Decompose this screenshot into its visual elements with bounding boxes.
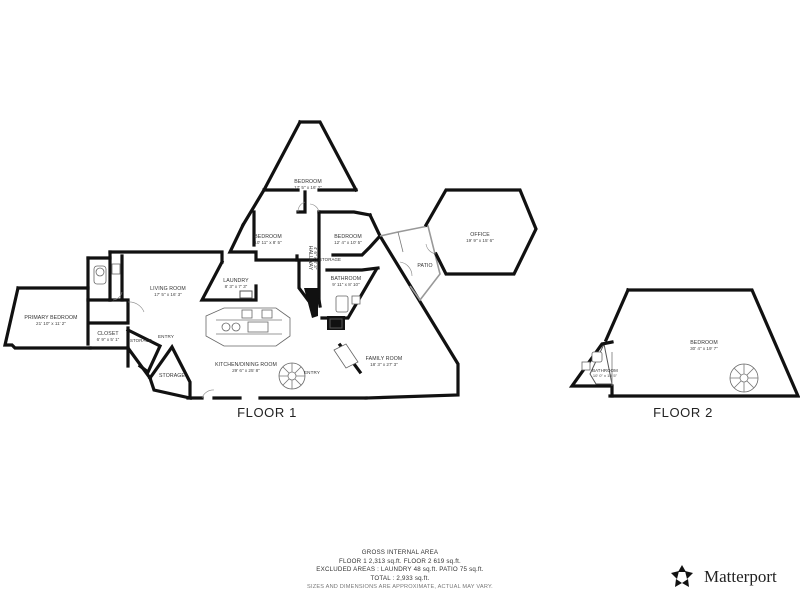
room-dims: 4' 6" x 3' 3": [313, 247, 318, 270]
room-label: BEDROOM: [254, 234, 282, 240]
room-label: BATHROOM: [592, 368, 618, 373]
room-dims: 18' 3" x 27' 3": [370, 362, 398, 367]
room-label: OFFICE: [470, 232, 490, 238]
room-dims: 30' 4" x 19' 7": [690, 346, 718, 351]
room-dims: 10' 11" x 8' 5": [254, 240, 282, 245]
brand-name: Matterport: [704, 567, 777, 586]
floor-1-title: FLOOR 1: [237, 405, 297, 420]
area-summary: GROSS INTERNAL AREA FLOOR 1 2,313 sq.ft.…: [250, 549, 550, 592]
room-dims: 21' 10" x 11' 2": [36, 321, 66, 326]
spiral-stair-icon: [278, 362, 306, 390]
room-label: CLOSET: [97, 331, 119, 337]
area-total: TOTAL : 2,933 sq.ft.: [370, 574, 430, 582]
spiral-stair-icon: [729, 363, 759, 393]
room-label: BEDROOM: [334, 234, 362, 240]
brand: Matterport: [668, 562, 777, 592]
room-label: KITCHEN/DINING ROOM: [215, 362, 277, 368]
room-dims: 9' 11" x 8' 10": [332, 282, 360, 287]
room-label: HALLWAY: [307, 246, 313, 271]
area-note: SIZES AND DIMENSIONS ARE APPROXIMATE, AC…: [307, 584, 493, 591]
room-dims: 29' 6" x 25' 8": [232, 368, 260, 373]
room-dims: 10' 0" x 15' 5": [593, 373, 618, 378]
area-floors: FLOOR 1 2,313 sq.ft. FLOOR 2 619 sq.ft.: [339, 557, 461, 565]
room-label: LAUNDRY: [223, 278, 249, 284]
floor-2-title: FLOOR 2: [653, 405, 713, 420]
room-dims: 12' 4" x 10' 5": [334, 240, 362, 245]
floor-1-plan: [2, 119, 538, 400]
room-label: ENTRY: [158, 334, 174, 339]
room-label: BATHROOM: [331, 276, 361, 282]
matterport-logo-icon: [671, 565, 693, 587]
room-dims: 8' 3" x 7' 3": [225, 284, 248, 289]
floor-1-labels: BEDROOM 17' 5" x 16' 2" BEDROOM 10' 11" …: [24, 179, 494, 379]
floor-2-plan: [568, 287, 800, 398]
room-label: STORAGE: [319, 257, 341, 262]
room-label: BEDROOM: [690, 340, 718, 346]
area-excluded: EXCLUDED AREAS : LAUNDRY 48 sq.ft. PATIO…: [316, 566, 484, 574]
floor-2-labels: BEDROOM 30' 4" x 19' 7" BATHROOM 10' 0" …: [592, 340, 718, 378]
room-label: STORAGE: [130, 338, 152, 343]
area-title: GROSS INTERNAL AREA: [361, 549, 439, 556]
room-dims: 19' 9" x 15' 6": [466, 238, 494, 243]
room-label: FAMILY ROOM: [366, 356, 403, 362]
room-label: LIVING ROOM: [150, 286, 186, 292]
room-label: STORAGE: [159, 373, 185, 379]
room-label: PRIMARY BEDROOM: [24, 315, 77, 321]
room-dims: 17' 5" x 16' 2": [294, 185, 322, 190]
room-dims: 6' 9" x 5' 1": [97, 337, 120, 342]
room-label: ENTRY: [304, 370, 320, 375]
room-label: BEDROOM: [294, 179, 322, 185]
room-dims: 17' 5" x 16' 3": [154, 292, 182, 297]
room-label: PATIO: [417, 263, 432, 269]
